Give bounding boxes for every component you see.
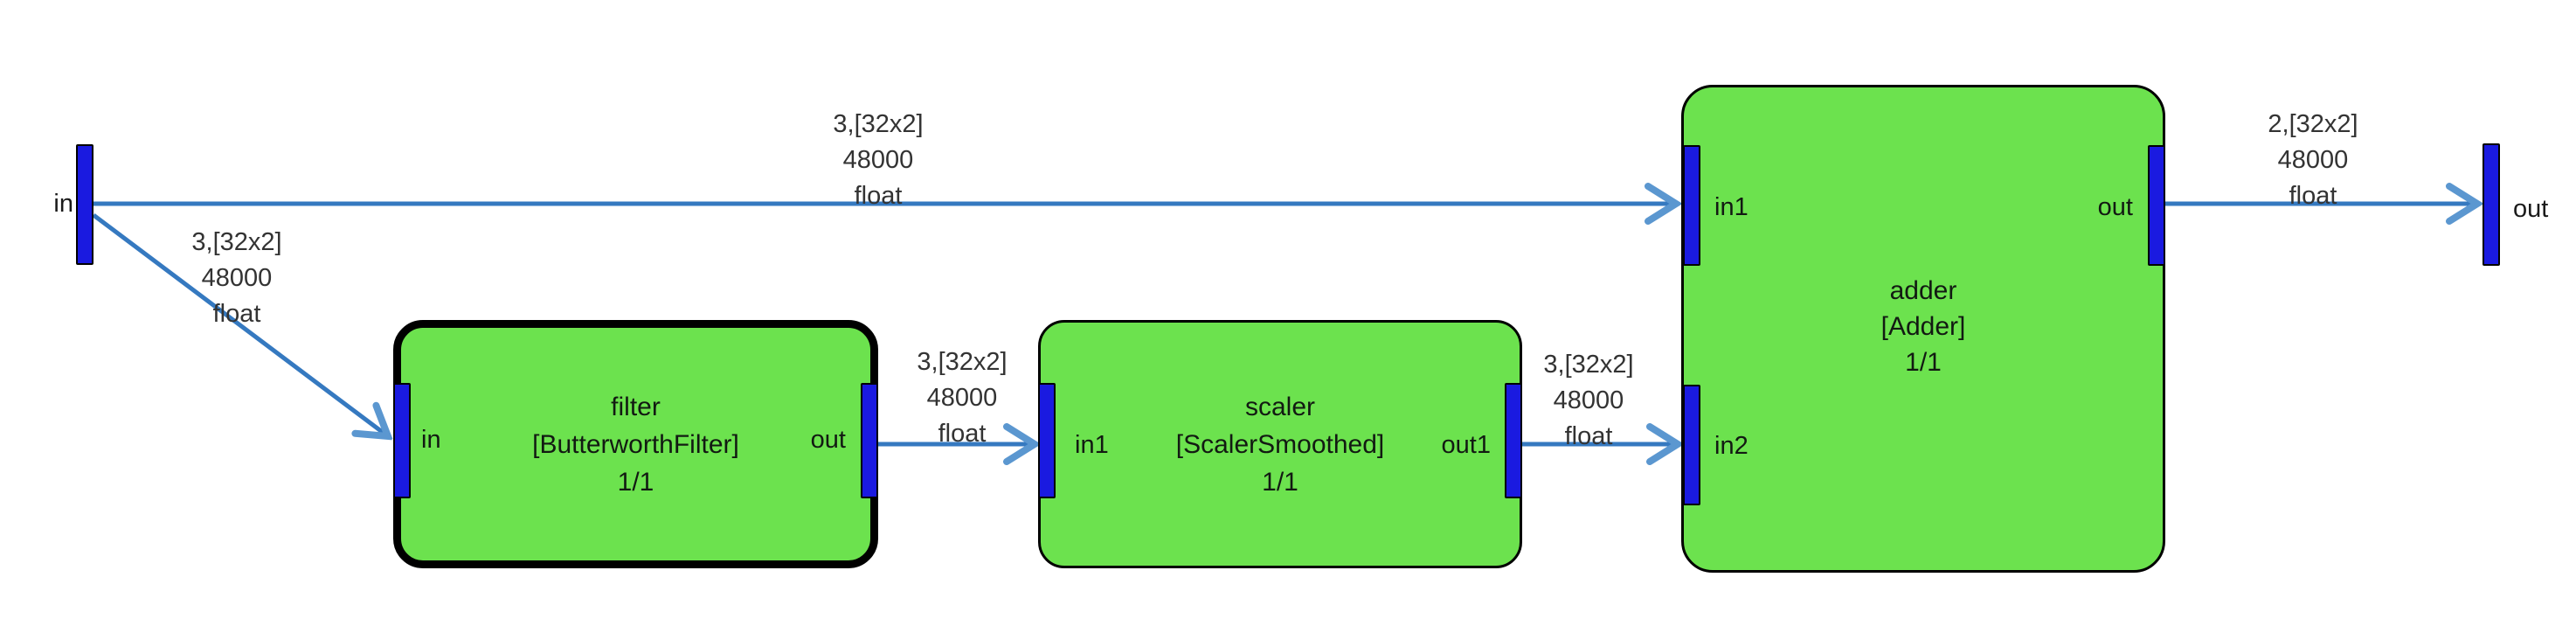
block-adder-name: adder (1889, 276, 1957, 305)
edge-label-line: 3,[32x2] (917, 348, 1008, 376)
edge-label-line: float (212, 300, 261, 328)
edge-label-line: float (854, 182, 903, 210)
edge-label-line: 48000 (201, 264, 273, 292)
output-terminal-label: out (2513, 195, 2549, 223)
filter-out-port[interactable] (861, 383, 878, 498)
edge-label-scaler-out1-to-adder-in2: 3,[32x2] 48000 float (1492, 347, 1685, 455)
adder-in2-port[interactable] (1683, 385, 1700, 505)
block-adder-multiplicity: 1/1 (1905, 348, 1942, 377)
input-terminal-label: in (53, 190, 73, 218)
scaler-in1-port-label: in1 (1075, 431, 1109, 459)
edge-label-in-to-filter-in: 3,[32x2] 48000 float (141, 225, 333, 332)
edge-label-line: 3,[32x2] (191, 228, 282, 256)
block-scaler[interactable] (1038, 320, 1522, 568)
scaler-out1-port[interactable] (1505, 383, 1522, 498)
block-adder[interactable] (1681, 85, 2165, 573)
edge-label-line: 3,[32x2] (833, 110, 924, 138)
edge-label-adder-out-to-out: 2,[32x2] 48000 float (2217, 107, 2409, 214)
edge-label-filter-out-to-scaler-in1: 3,[32x2] 48000 float (866, 344, 1058, 452)
block-filter-title: filter [ButterworthFilter] 1/1 (393, 388, 878, 501)
block-scaler-multiplicity: 1/1 (1262, 468, 1298, 497)
edge-label-line: float (1564, 422, 1613, 450)
input-terminal-port[interactable] (76, 144, 93, 265)
edge-label-line: 3,[32x2] (1543, 351, 1634, 379)
adder-out-port-label: out (2097, 193, 2133, 221)
edge-label-line: 2,[32x2] (2268, 110, 2358, 138)
adder-in1-port-label: in1 (1714, 193, 1748, 221)
block-adder-class: [Adder] (1880, 312, 1966, 341)
edge-label-line: 48000 (2277, 146, 2349, 174)
block-scaler-class: [ScalerSmoothed] (1175, 430, 1385, 459)
edge-label-in-to-adder-in1: 3,[32x2] 48000 float (782, 107, 974, 214)
block-filter-class: [ButterworthFilter] (532, 430, 739, 459)
scaler-out1-port-label: out1 (1441, 431, 1491, 459)
edge-label-line: 48000 (1553, 386, 1624, 414)
block-adder-title: adder [Adder] 1/1 (1681, 273, 2165, 380)
edge-label-line: 48000 (926, 384, 998, 412)
edge-in-to-filter-in[interactable] (92, 213, 388, 436)
scaler-in1-port[interactable] (1038, 383, 1056, 498)
adder-in2-port-label: in2 (1714, 432, 1748, 460)
output-terminal-port[interactable] (2483, 143, 2500, 266)
filter-in-port-label: in (421, 426, 441, 454)
block-scaler-name: scaler (1244, 393, 1316, 421)
edge-label-line: 48000 (842, 146, 914, 174)
block-filter-multiplicity: 1/1 (617, 468, 654, 497)
block-scaler-title: scaler [ScalerSmoothed] 1/1 (1038, 388, 1522, 501)
filter-out-port-label: out (810, 426, 846, 454)
filter-in-port[interactable] (393, 383, 411, 498)
edge-label-line: float (2289, 182, 2337, 210)
adder-in1-port[interactable] (1683, 145, 1700, 266)
adder-out-port[interactable] (2148, 145, 2165, 266)
block-filter[interactable] (393, 320, 878, 568)
edge-label-line: float (938, 420, 987, 448)
block-filter-name: filter (611, 393, 661, 421)
